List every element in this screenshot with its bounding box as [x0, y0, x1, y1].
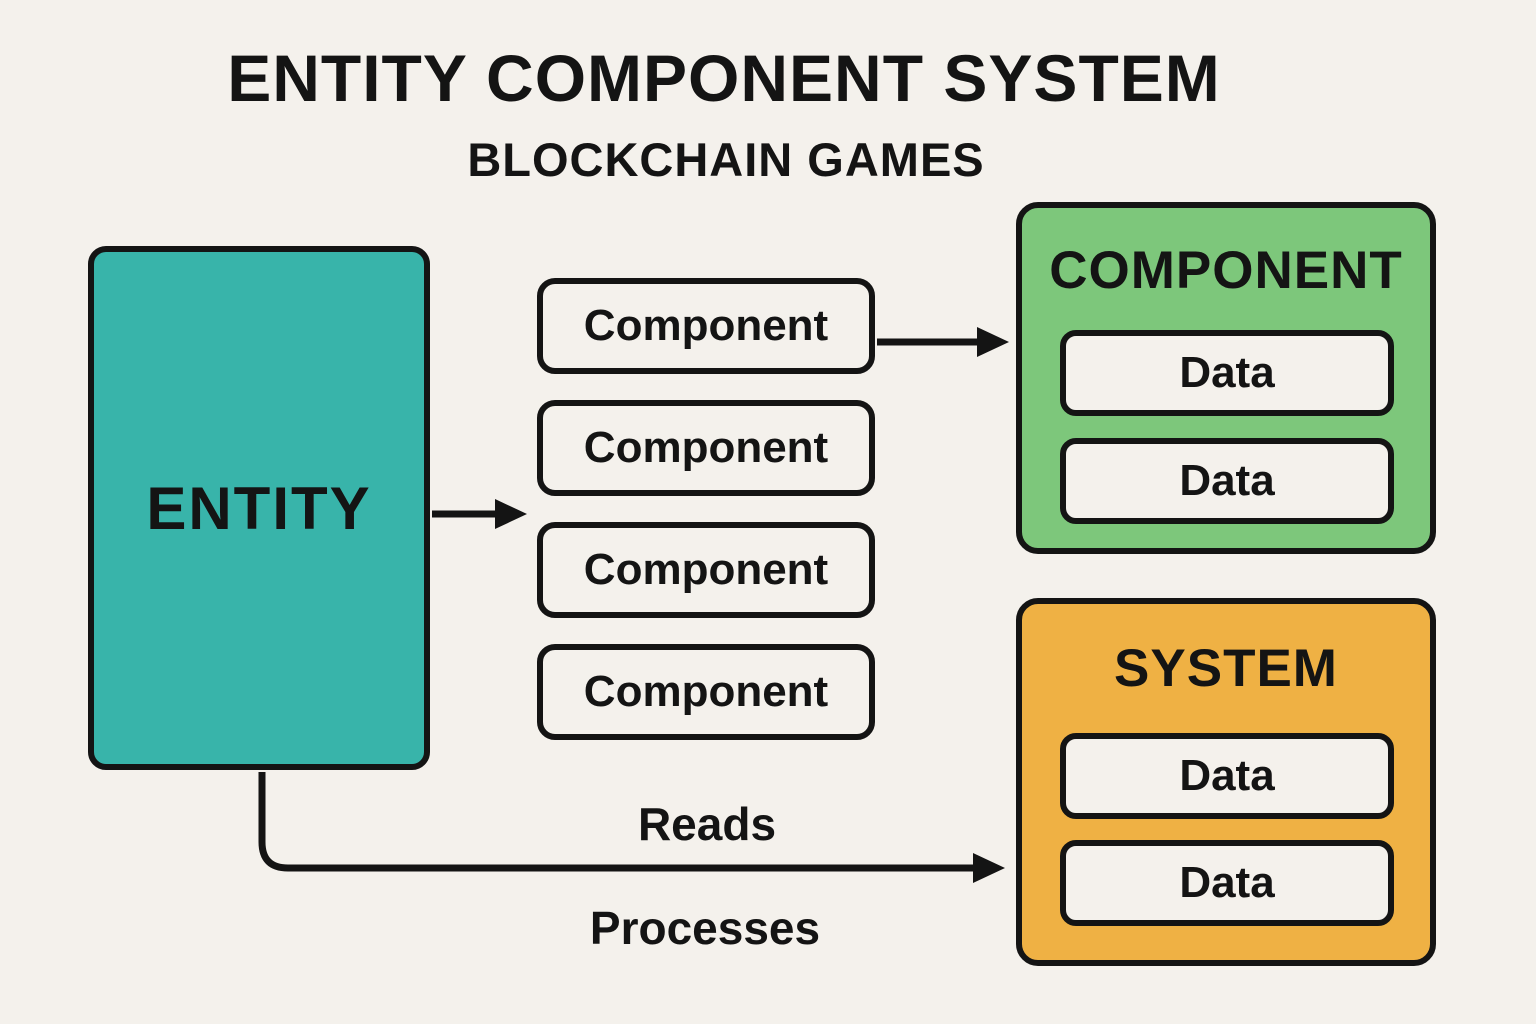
- component-item-4: Component: [537, 644, 875, 740]
- component-to-panel-arrow: [877, 327, 1009, 357]
- system-data-1: Data: [1060, 733, 1394, 819]
- reads-label: Reads: [637, 798, 777, 850]
- system-panel: SYSTEM Data Data: [1016, 598, 1436, 966]
- page-subtitle: BLOCKCHAIN GAMES: [467, 133, 985, 186]
- component-item-3: Component: [537, 522, 875, 618]
- component-panel: COMPONENT Data Data: [1016, 202, 1436, 554]
- component-panel-title: COMPONENT: [1049, 241, 1403, 300]
- processes-label: Processes: [589, 902, 821, 954]
- system-panel-title: SYSTEM: [1114, 639, 1338, 698]
- entity-label: ENTITY: [146, 474, 372, 542]
- component-item-1: Component: [537, 278, 875, 374]
- page-title: ENTITY COMPONENT SYSTEM: [227, 41, 1221, 115]
- entity-to-system-connector: [258, 772, 1005, 883]
- entity-to-components-arrow: [432, 499, 527, 529]
- component-data-1: Data: [1060, 330, 1394, 416]
- component-data-2: Data: [1060, 438, 1394, 524]
- component-item-2: Component: [537, 400, 875, 496]
- entity-box: ENTITY: [88, 246, 430, 770]
- system-data-2: Data: [1060, 840, 1394, 926]
